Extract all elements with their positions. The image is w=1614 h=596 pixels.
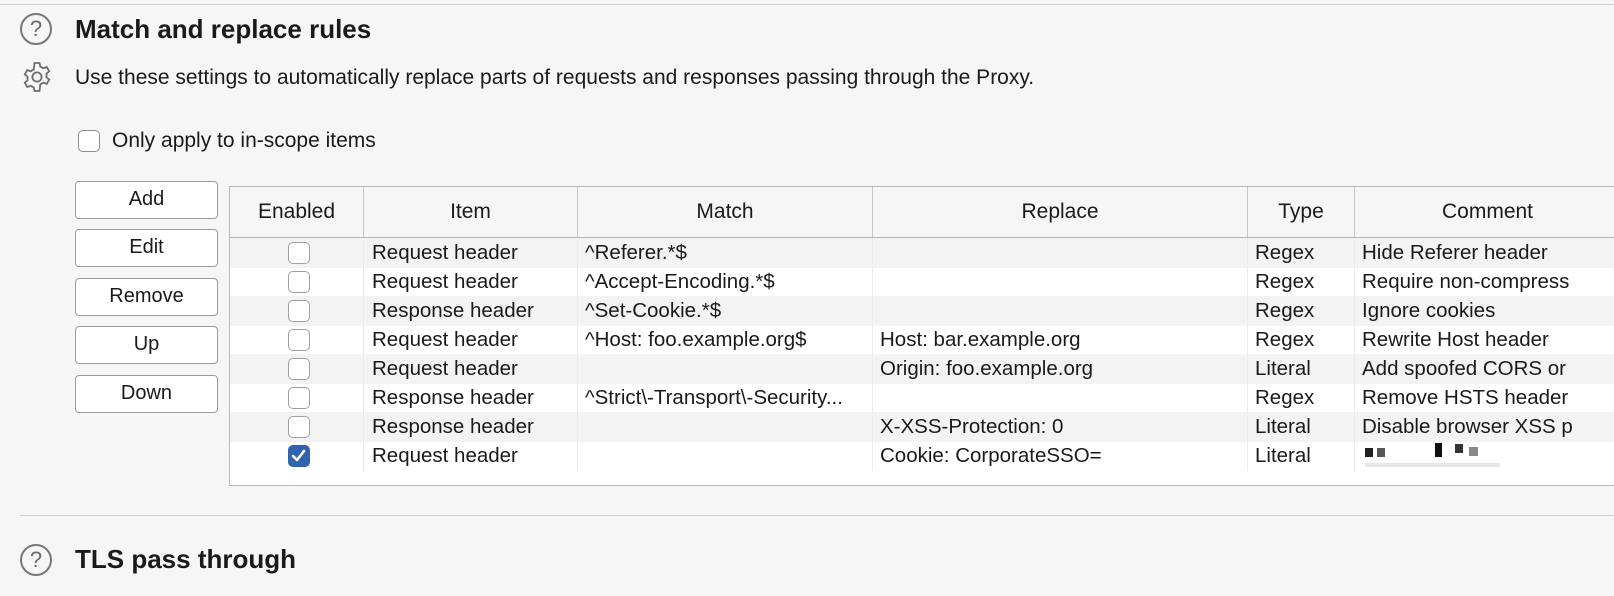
replace-cell (873, 296, 1248, 326)
enabled-checkbox[interactable] (288, 387, 310, 409)
page-title: Match and replace rules (75, 14, 372, 44)
comment-cell: Add spoofed CORS or (1362, 357, 1566, 380)
type-cell: Regex (1248, 325, 1355, 355)
type-cell: Regex (1248, 238, 1355, 268)
comment-cell: Remove HSTS header (1362, 386, 1569, 409)
comment-cell: Rewrite Host header (1362, 328, 1549, 351)
type-cell: Regex (1248, 296, 1355, 326)
enabled-checkbox[interactable] (288, 416, 310, 438)
comment-cell: Disable browser XSS p (1362, 415, 1573, 438)
type-cell: Literal (1248, 412, 1355, 442)
match-cell: ^Accept-Encoding.*$ (578, 267, 873, 297)
table-row[interactable]: Response header^Set-Cookie.*$ Regex Ignore… (230, 296, 1614, 326)
section-description: Use these settings to automatically repl… (75, 66, 1035, 89)
item-cell: Response header (364, 412, 578, 442)
enabled-cell (230, 441, 364, 471)
help-icon[interactable]: ? (20, 544, 52, 576)
in-scope-option[interactable]: Only apply to in-scope items (78, 128, 376, 154)
enabled-cell (230, 354, 364, 384)
item-cell: Request header (364, 441, 578, 471)
match-cell (578, 354, 873, 384)
item-cell: Request header (364, 267, 578, 297)
enabled-checkbox[interactable] (288, 445, 310, 467)
table-row[interactable]: Request header^Host: foo.example.org$Hos… (230, 325, 1614, 355)
type-cell: Regex (1248, 383, 1355, 413)
enabled-cell (230, 412, 364, 442)
column-header-match[interactable]: Match (578, 187, 873, 237)
enabled-checkbox[interactable] (288, 300, 310, 322)
enabled-cell (230, 267, 364, 297)
in-scope-label: Only apply to in-scope items (112, 129, 376, 152)
comment-cell: Ignore cookies (1362, 299, 1496, 322)
enabled-checkbox[interactable] (288, 271, 310, 293)
in-scope-checkbox[interactable] (78, 130, 100, 152)
replace-cell: Cookie: CorporateSSO= (873, 441, 1248, 471)
item-cell: Request header (364, 354, 578, 384)
add-button[interactable]: Add (75, 181, 218, 219)
replace-cell (873, 238, 1248, 268)
type-cell: Regex (1248, 267, 1355, 297)
column-header-comment[interactable]: Comment (1441, 200, 1534, 223)
replace-cell (873, 267, 1248, 297)
enabled-checkbox[interactable] (288, 358, 310, 380)
table-row[interactable]: Request header Cookie: CorporateSSO=Liter… (230, 441, 1614, 471)
type-cell: Literal (1248, 441, 1355, 471)
enabled-cell (230, 238, 364, 268)
enabled-cell (230, 325, 364, 355)
match-cell: ^Strict\-Transport\-Security... (578, 383, 873, 413)
enabled-cell (230, 296, 364, 326)
replace-cell: Origin: foo.example.org (873, 354, 1248, 384)
type-cell: Literal (1248, 354, 1355, 384)
match-cell: ^Set-Cookie.*$ (578, 296, 873, 326)
item-cell: Response header (364, 383, 578, 413)
replace-cell (873, 383, 1248, 413)
checkmark-icon (291, 449, 306, 462)
remove-button[interactable]: Remove (75, 278, 218, 316)
section-title-tls: TLS pass through (75, 544, 296, 574)
item-cell: Response header (364, 296, 578, 326)
match-cell: ^Host: foo.example.org$ (578, 325, 873, 355)
down-button[interactable]: Down (75, 375, 218, 413)
gear-icon[interactable] (20, 60, 54, 94)
item-cell: Request header (364, 238, 578, 268)
comment-cell: Require non-compress (1362, 270, 1570, 293)
table-row[interactable]: Response header^Strict\-Transport\-Secur… (230, 383, 1614, 413)
column-header-replace[interactable]: Replace (873, 187, 1248, 237)
replace-cell: X-XSS-Protection: 0 (873, 412, 1248, 442)
column-header-item[interactable]: Item (364, 187, 578, 237)
column-header-enabled[interactable]: Enabled (230, 187, 364, 237)
replace-cell: Host: bar.example.org (873, 325, 1248, 355)
match-cell (578, 441, 873, 471)
match-cell (578, 412, 873, 442)
rules-table: Enabled Item Match Replace Type Comment … (229, 186, 1614, 486)
column-header-type[interactable]: Type (1248, 187, 1355, 237)
help-icon[interactable]: ? (20, 13, 52, 45)
enabled-cell (230, 383, 364, 413)
up-button[interactable]: Up (75, 326, 218, 364)
table-row[interactable]: Request header^Accept-Encoding.*$ Regex Re… (230, 267, 1614, 297)
item-cell: Request header (364, 325, 578, 355)
enabled-checkbox[interactable] (288, 242, 310, 264)
edit-button[interactable]: Edit (75, 229, 218, 267)
table-row[interactable]: Request header^Referer.*$ Regex Hide Refer… (230, 238, 1614, 268)
match-cell: ^Referer.*$ (578, 238, 873, 268)
enabled-checkbox[interactable] (288, 329, 310, 351)
comment-cell: Hide Referer header (1362, 241, 1548, 264)
table-header: Enabled Item Match Replace Type Comment (230, 187, 1614, 238)
redacted-value (1365, 441, 1500, 471)
section-divider (20, 515, 1614, 516)
top-divider (0, 4, 1614, 5)
